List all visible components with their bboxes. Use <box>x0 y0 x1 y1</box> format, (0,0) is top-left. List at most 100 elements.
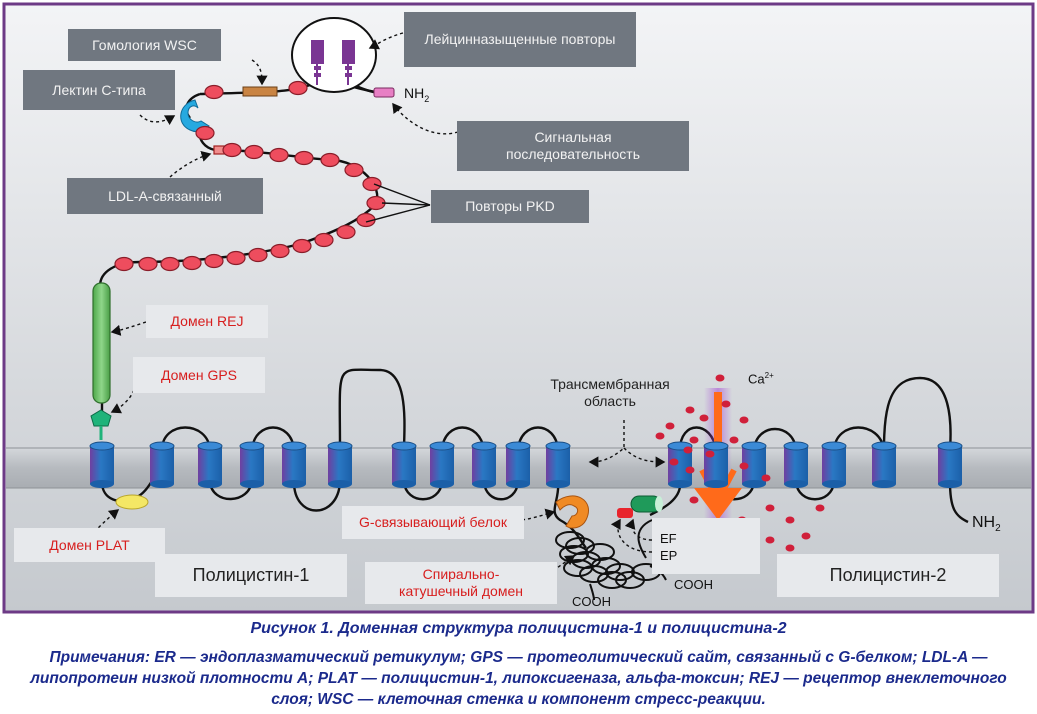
label-plat-domain: Домен PLAT <box>14 528 165 562</box>
wsc-domain-icon <box>242 86 278 97</box>
figure-caption-title: Рисунок 1. Доменная структура полицистин… <box>250 620 787 637</box>
label-signal-sequence: Сигнальная последовательность <box>457 121 689 171</box>
pkd-bead <box>248 247 268 263</box>
transmembrane-helix <box>545 441 571 488</box>
label-polycystin1: Полицистин-1 <box>155 554 347 597</box>
pkd-bead <box>204 253 224 269</box>
calcium-ion <box>739 462 749 470</box>
calcium-ion <box>685 466 695 474</box>
pkd-bead <box>182 255 202 271</box>
calcium-ion <box>699 414 709 422</box>
pointer-pkd-1 <box>373 183 431 206</box>
calcium-ion <box>729 436 739 444</box>
transmembrane-helix <box>391 441 417 488</box>
calcium-ion <box>765 504 775 512</box>
pointer-ef <box>624 518 653 541</box>
label-ef: EF <box>660 531 677 546</box>
signal-sequence-icon <box>373 87 395 98</box>
label-leucine-repeats: Лейцинназыщенные повторы <box>404 12 636 67</box>
label-cooh-right: COOH <box>674 577 713 592</box>
pointer-gprotein <box>521 508 556 521</box>
label-transmembrane-region: Трансмембранная область <box>550 376 670 409</box>
pkd-bead <box>292 238 312 254</box>
pkd-bead <box>244 144 264 160</box>
calcium-ion <box>765 536 775 544</box>
calcium-ion <box>801 532 811 540</box>
transmembrane-helix <box>149 441 175 488</box>
pointer-gps <box>110 389 135 414</box>
pkd-bead <box>269 147 289 163</box>
calcium-ion <box>705 450 715 458</box>
transmembrane-helix <box>239 441 265 488</box>
pointer-pkd-2 <box>381 202 431 206</box>
calcium-ion <box>665 422 675 430</box>
pointer-pkd-3 <box>365 204 431 223</box>
pointer-transmembrane <box>588 420 625 468</box>
figure-caption-notes: Примечания: ER — эндоплазматический рети… <box>30 649 1007 708</box>
label-ldla-linked: LDL-A-связанный <box>67 178 263 214</box>
pointer-rej <box>110 321 147 336</box>
coiled-coil-icon <box>555 519 667 601</box>
calcium-ion <box>683 446 693 454</box>
transmembrane-helix <box>429 441 455 488</box>
label-g-protein: G-связывающий белок <box>342 506 524 539</box>
calcium-ion <box>785 516 795 524</box>
transmembrane-helix <box>783 441 809 488</box>
ef-hand-icon <box>617 495 663 518</box>
calcium-ion <box>721 400 731 408</box>
label-polycystin2: Полицистин-2 <box>777 554 999 597</box>
transmembrane-helix <box>505 441 531 488</box>
calcium-ion <box>761 474 771 482</box>
pkd-bead <box>336 224 356 240</box>
pointer-ldla <box>169 150 212 178</box>
label-ep: EP <box>660 548 678 563</box>
calcium-ion <box>655 432 665 440</box>
label-calcium: Ca2+ <box>748 371 774 387</box>
calcium-ion <box>785 544 795 552</box>
label-gps-domain: Домен GPS <box>133 357 265 393</box>
pkd-bead <box>362 176 382 192</box>
calcium-ion <box>815 504 825 512</box>
pkd-bead <box>114 256 134 272</box>
label-coiled-coil: Спирально-катушечный домен <box>365 562 557 604</box>
label-nh2-bottom: NH2 <box>972 514 1001 535</box>
calcium-ion <box>689 436 699 444</box>
pkd-bead <box>344 162 364 178</box>
pkd-bead <box>320 152 340 168</box>
calcium-ion <box>739 416 749 424</box>
transmembrane-helix <box>667 441 693 488</box>
pkd-bead <box>195 125 215 141</box>
plat-domain-icon <box>115 494 149 510</box>
pkd-bead <box>160 256 180 272</box>
pointer-wsc <box>251 59 268 86</box>
ctype-lectin-icon <box>180 99 210 133</box>
calcium-ion <box>715 374 725 382</box>
label-rej-domain: Домен REJ <box>146 305 268 338</box>
label-ctype-lectin: Лектин С-типа <box>23 70 175 110</box>
pointer-signal <box>392 102 459 135</box>
calcium-ion <box>669 458 679 466</box>
pointer-lectin <box>139 114 176 126</box>
label-wsc-homology: Гомология WSC <box>68 29 221 61</box>
label-pkd-repeats: Повторы PKD <box>431 190 589 223</box>
transmembrane-helix <box>703 441 729 488</box>
g-protein-icon <box>555 495 589 529</box>
pkd-bead <box>138 256 158 272</box>
pkd-bead <box>222 142 242 158</box>
pkd-bead <box>226 250 246 266</box>
pointer-plat <box>89 509 120 537</box>
pointer-coiled <box>547 555 576 575</box>
label-cooh-left: COOH <box>572 594 611 609</box>
label-nh2-top: NH2 <box>404 85 430 104</box>
label-ef-ep-box <box>652 518 760 574</box>
calcium-flow-arrow-icon <box>694 488 742 520</box>
pkd-bead <box>314 232 334 248</box>
transmembrane-helix <box>937 441 963 488</box>
pkd-bead <box>270 243 290 259</box>
transmembrane-helix <box>89 441 115 488</box>
transmembrane-helix <box>471 441 497 488</box>
pkd-bead <box>204 84 224 100</box>
pointer-ep <box>610 518 653 553</box>
transmembrane-helix <box>281 441 307 488</box>
